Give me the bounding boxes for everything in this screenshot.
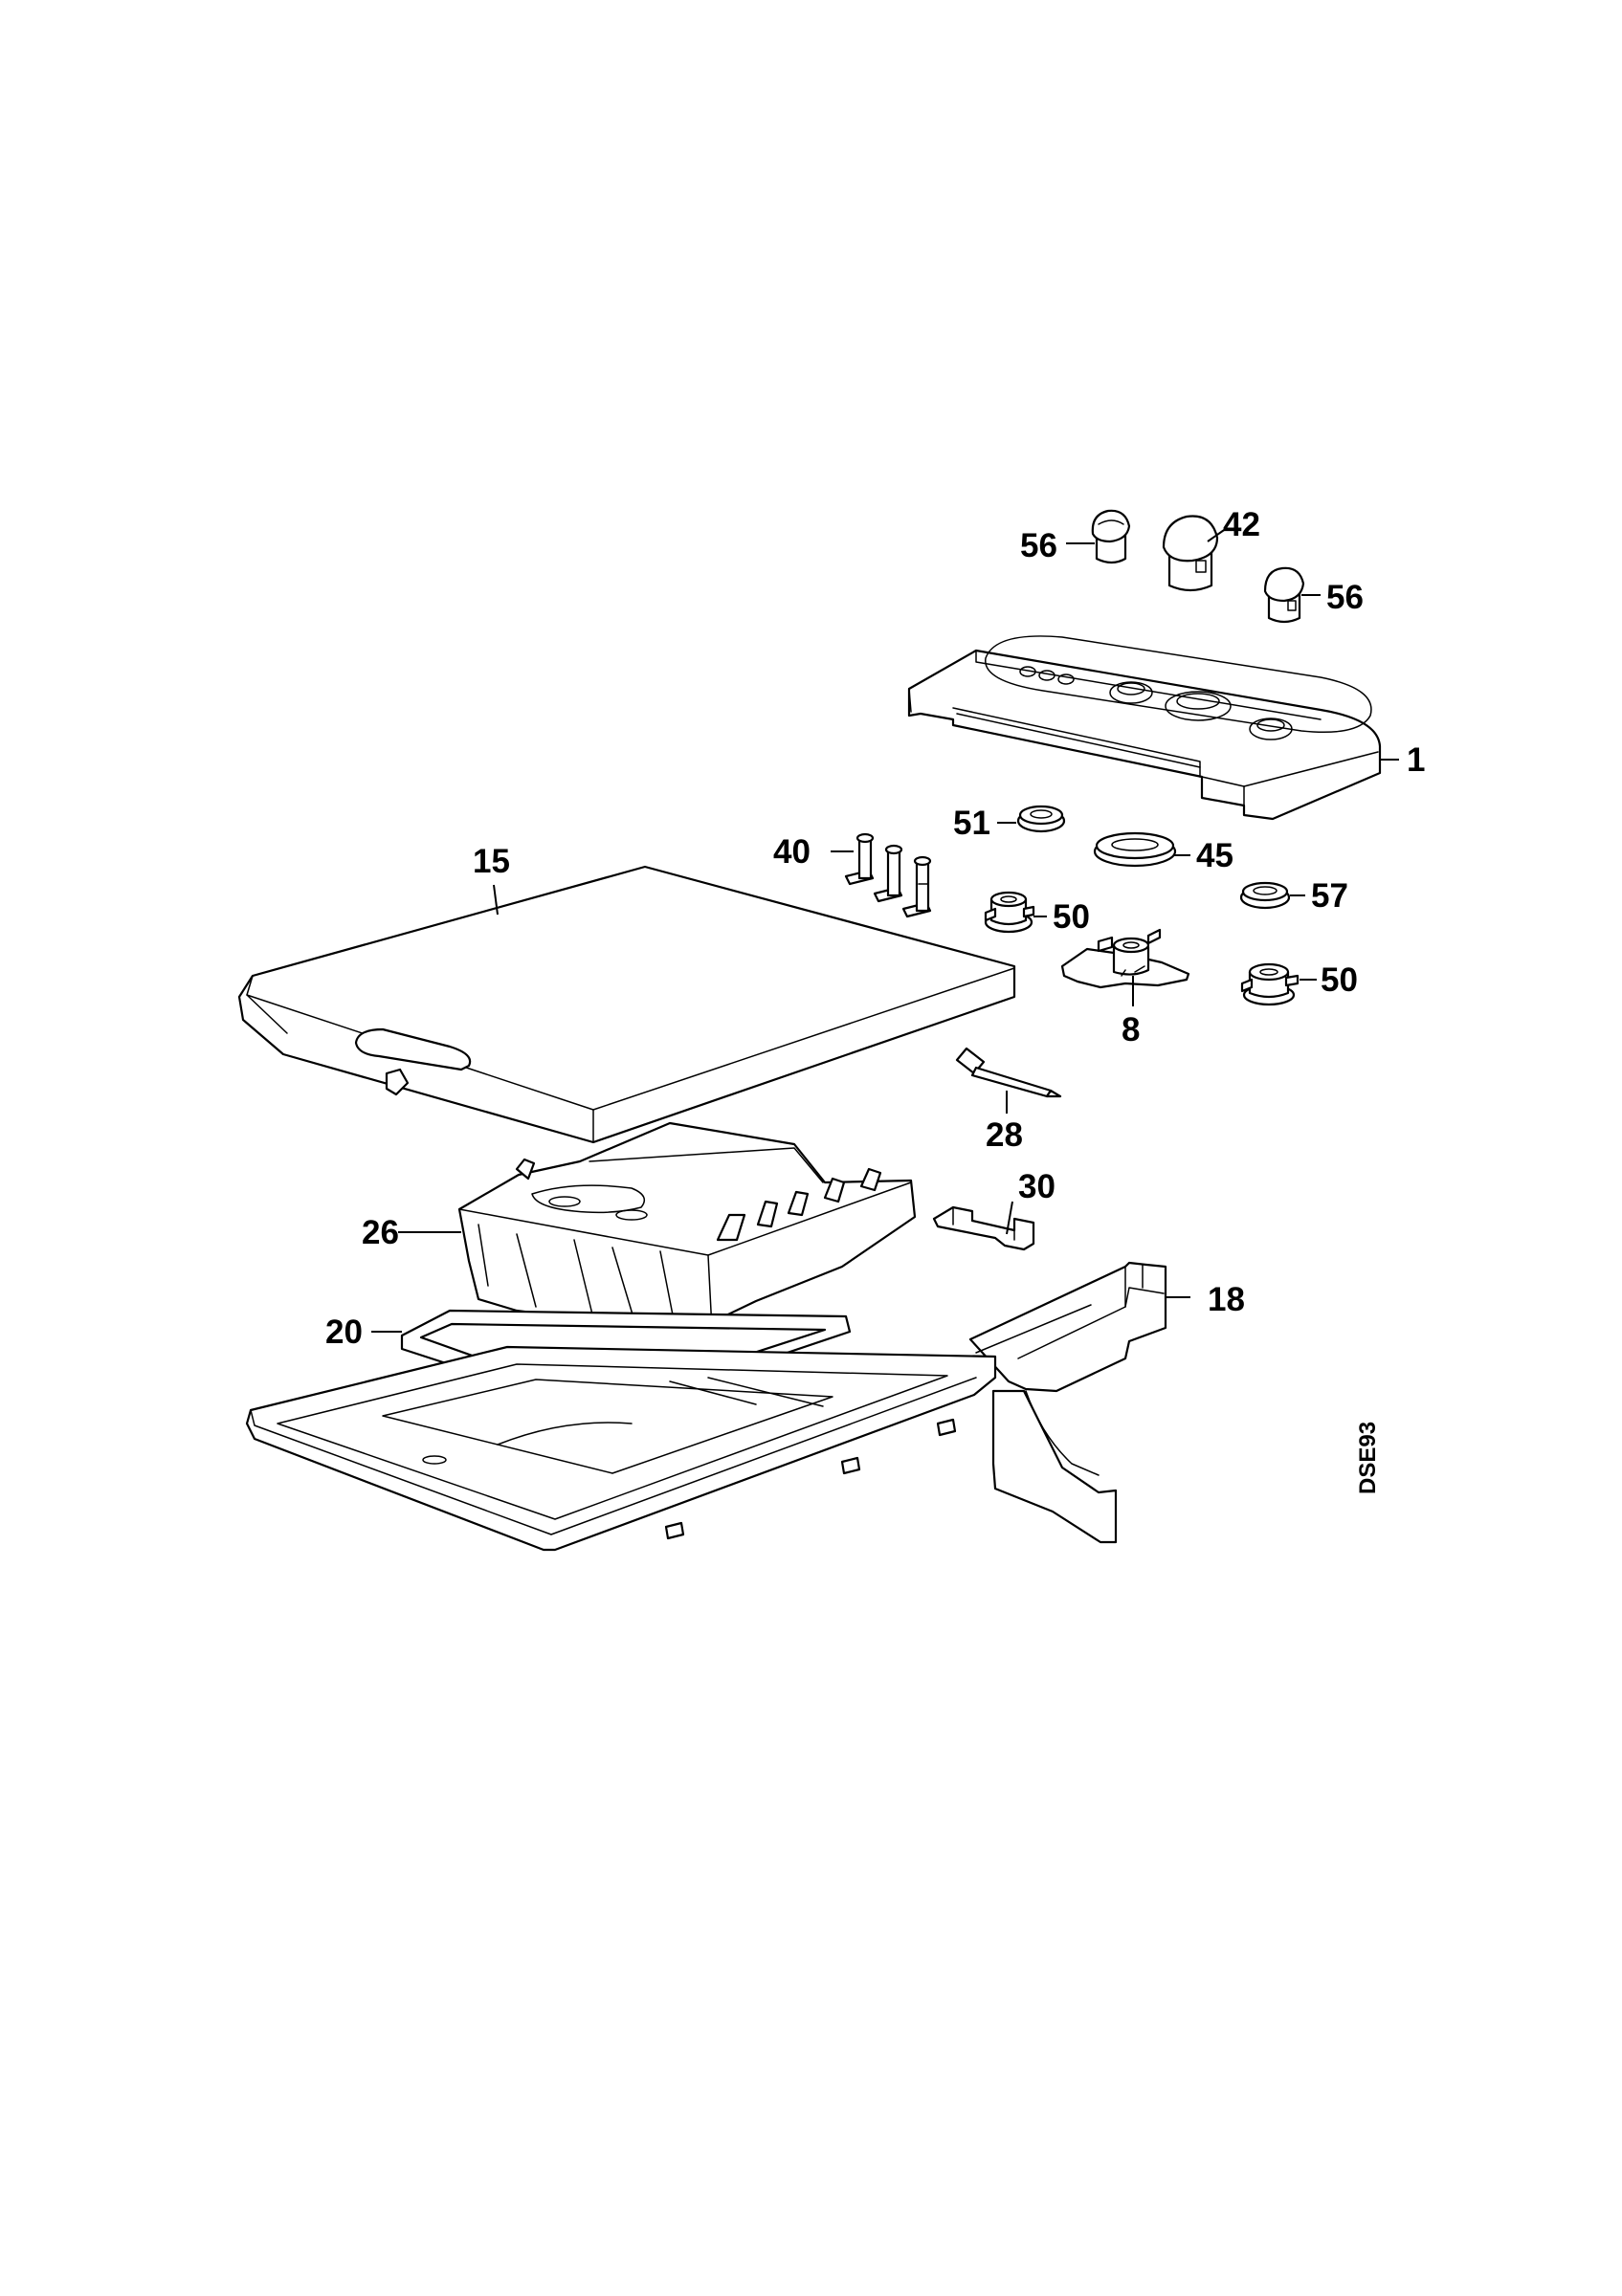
callout-15: 15: [473, 843, 510, 880]
part-8-valve-assembly: [1060, 928, 1190, 989]
part-18-frame-rear: [968, 1261, 1167, 1544]
part-15-lid: [237, 865, 1016, 1144]
callout-40: 40: [773, 833, 811, 871]
base-tray: [245, 1345, 997, 1552]
leader-lines: [371, 527, 1399, 1333]
part-51-grommet: [1016, 805, 1066, 833]
callout-50-left: 50: [1053, 898, 1090, 936]
callout-51: 51: [953, 805, 990, 842]
part-40-pins: [844, 832, 932, 918]
part-28-pin: [955, 1047, 1062, 1098]
part-50-valve-left: [984, 891, 1035, 934]
callout-26: 26: [362, 1214, 399, 1251]
callout-18: 18: [1208, 1281, 1245, 1318]
callout-28: 28: [986, 1116, 1023, 1154]
part-1-control-panel: [907, 635, 1382, 821]
part-42-knob: [1162, 515, 1219, 592]
part-57-grommet: [1239, 881, 1291, 910]
part-45-ring: [1093, 831, 1177, 868]
part-50-valve-right: [1240, 962, 1300, 1006]
callout-45: 45: [1196, 837, 1233, 874]
callout-1: 1: [1407, 741, 1425, 779]
part-56-knob-right: [1263, 566, 1305, 624]
callout-56-left: 56: [1020, 527, 1057, 564]
diagram-code: DSE93: [1355, 1422, 1381, 1494]
callout-57: 57: [1311, 877, 1348, 915]
callout-42: 42: [1223, 506, 1260, 543]
callout-30: 30: [1018, 1168, 1055, 1205]
callout-20: 20: [325, 1314, 363, 1351]
part-30-clip: [932, 1205, 1035, 1251]
part-56-knob-left: [1091, 509, 1131, 564]
callout-8: 8: [1122, 1011, 1140, 1049]
callout-labels: 56 42 56 1 51 45 40 15 57 50 8 50 28 30 …: [325, 506, 1425, 1494]
callout-50-right: 50: [1321, 961, 1358, 999]
callout-56-right: 56: [1326, 579, 1364, 616]
part-26-dispenser: [457, 1121, 917, 1337]
